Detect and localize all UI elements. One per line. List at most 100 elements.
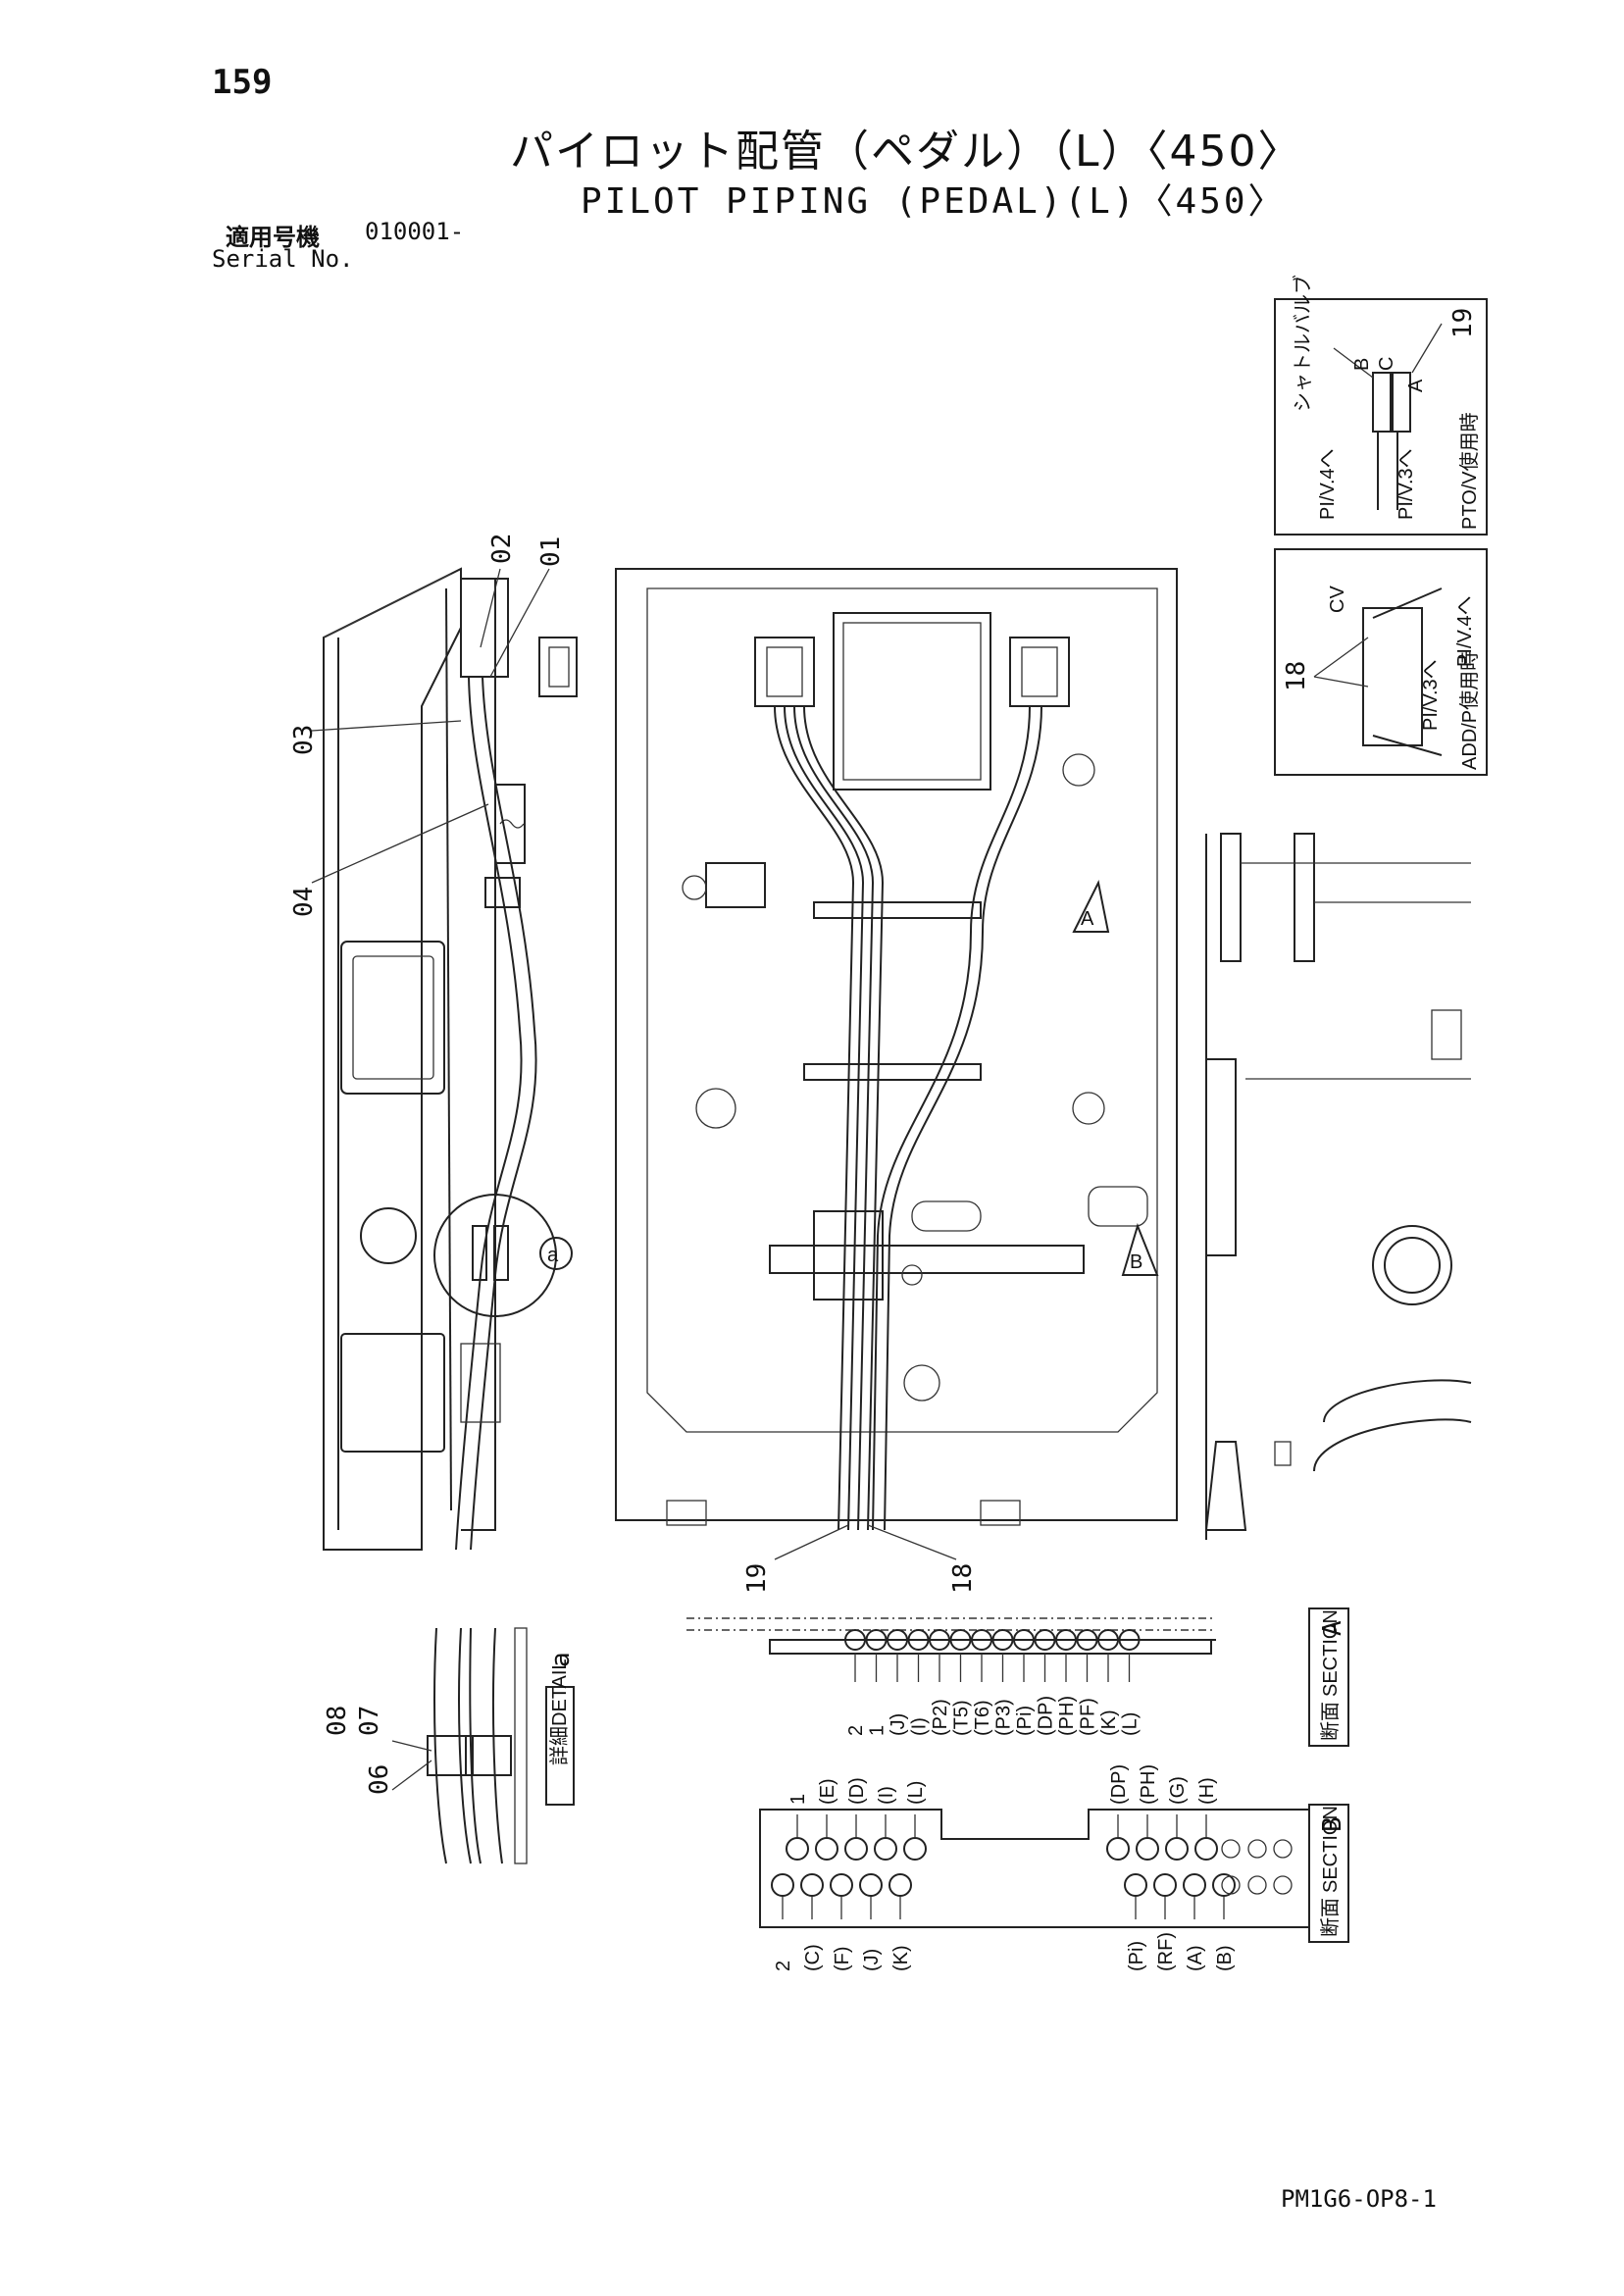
section-b-top-left-circle [786, 1837, 809, 1861]
section-a-port-label: (PH) [1056, 1696, 1078, 1736]
section-b-top-left-label: (D) [846, 1777, 868, 1805]
inset-pto: シャトルバルブ PI/V.4へ PI/V.3へ B C A PTO/V使用時 1… [1274, 275, 1488, 536]
section-b-top-left-label: (L) [905, 1781, 927, 1805]
section-a-letter: A [1318, 1620, 1347, 1636]
callouts-left: 02 01 03 04 [289, 534, 566, 917]
right-frame [1204, 833, 1472, 1540]
section-a-port-circle [971, 1629, 992, 1651]
section-b-blank-port [1247, 1839, 1267, 1859]
section-a-port-circle [1055, 1629, 1077, 1651]
section-b-top-right-label: (PH) [1138, 1764, 1159, 1805]
section-b-blank-port [1221, 1839, 1241, 1859]
floor-plate: A B [615, 568, 1178, 1531]
callout-08: 08 [323, 1706, 352, 1736]
section-a-port-label: (K) [1098, 1709, 1120, 1736]
section-b-top-left-circle [874, 1837, 897, 1861]
section-b-bottom-right-label: (RF) [1155, 1932, 1177, 1971]
callouts-bottom: 19 18 [742, 1524, 978, 1594]
section-b-en: SECTION [1320, 1806, 1342, 1893]
view-marker-a: A [1081, 908, 1094, 930]
section-b-blank-port [1273, 1875, 1293, 1895]
section-a-port-label: (PF) [1078, 1698, 1099, 1736]
section-a-port-circle [949, 1629, 972, 1651]
section-b-top-right-circle [1136, 1837, 1159, 1861]
pto-to-pv4: PI/V.4へ [1317, 448, 1339, 520]
section-b-top-left-circle [844, 1837, 868, 1861]
section-b-bottom-right-label: (Pi) [1126, 1941, 1147, 1971]
serial-number-value: 010001- [365, 218, 465, 245]
section-b-blank-port [1273, 1839, 1293, 1859]
section-a-port-circle [1076, 1629, 1098, 1651]
section-b-bottom-left-label: 2 [773, 1961, 794, 1971]
document-code: PM1G6-OP8-1 [1281, 2185, 1437, 2213]
section-b-bottom-left-circle [830, 1873, 853, 1897]
add-caption: ADD/P使用時 [1458, 651, 1481, 770]
callout-13: 19 [742, 1563, 772, 1594]
section-b-top-right-circle [1106, 1837, 1130, 1861]
section-b-top-left-label: (I) [876, 1786, 897, 1805]
detail-a-jp: 詳細 [548, 1726, 571, 1765]
callout-19: 19 [1448, 308, 1478, 338]
section-a-port-label: (T6) [972, 1700, 993, 1736]
section-a-port-circle [991, 1629, 1014, 1651]
section-b-jp: 断面 [1319, 1898, 1342, 1937]
page-number: 159 [212, 63, 273, 102]
section-a-port-circle [865, 1629, 888, 1651]
section-b-bottom-right-circle [1183, 1873, 1206, 1897]
section-a-port-circle [907, 1629, 930, 1651]
section-b-top-right-label: (H) [1196, 1777, 1218, 1805]
section-b-top-left-circle [903, 1837, 927, 1861]
section-b-bottom-right-circle [1212, 1873, 1236, 1897]
section-b-top-right-label: (G) [1167, 1776, 1189, 1805]
section-b-bottom-left-label: (F) [832, 1946, 853, 1971]
pto-valve-label: シャトルバルブ [1291, 275, 1314, 412]
section-a-port-circle [929, 1629, 950, 1651]
section-b-blank-port [1247, 1875, 1267, 1895]
callout-12: 18 [948, 1563, 978, 1594]
detail-a-letter: a [546, 1652, 576, 1667]
add-cv-label: CV [1327, 586, 1348, 613]
callout-02: 02 [487, 534, 517, 564]
inset-add: CV PI/V.4へ PI/V.3へ ADD/P使用時 18 [1274, 548, 1488, 776]
section-b-bottom-left-circle [859, 1873, 883, 1897]
pto-port-c: C [1376, 357, 1397, 371]
section-a-port-circle [844, 1629, 866, 1651]
section-a-port-label: (J) [888, 1713, 909, 1736]
view-marker-b: B [1130, 1251, 1142, 1273]
section-b-bottom-left-circle [771, 1873, 794, 1897]
side-view-console: a [323, 567, 578, 1551]
section-b-blank-port [1221, 1875, 1241, 1895]
section-b-bottom-left-label: (J) [861, 1949, 883, 1971]
section-a-port-label: (L) [1120, 1712, 1142, 1736]
add-to-pv4: PI/V.4へ [1454, 595, 1476, 667]
section-b-letter: B [1318, 1816, 1347, 1832]
detail-a-view: 08 07 06 詳細 DETAIL a [323, 1627, 576, 1864]
section-b-bottom-right-circle [1153, 1873, 1177, 1897]
pto-to-pv3: PI/V.3へ [1396, 448, 1417, 520]
callout-18: 18 [1282, 661, 1311, 691]
section-a-port-circle [1118, 1629, 1141, 1651]
detail-marker-a: a [547, 1245, 559, 1266]
pto-caption: PTO/V使用時 [1458, 412, 1481, 530]
section-a-port-label: (DP) [1036, 1696, 1057, 1736]
callout-03: 03 [289, 725, 319, 755]
section-a-port-label: 2 [845, 1725, 867, 1736]
section-b-bottom-left-circle [800, 1873, 824, 1897]
callout-04: 04 [289, 887, 319, 917]
title-japanese: パイロット配管（ペダル）（L）〈450〉 [510, 127, 1303, 177]
section-a-port-label: (P3) [993, 1699, 1015, 1736]
section-a-port-circle [887, 1629, 908, 1651]
detail-a-en: DETAIL [549, 1658, 571, 1726]
callout-01: 01 [536, 536, 566, 567]
callout-06: 06 [365, 1764, 394, 1795]
section-b-top-right-label: (DP) [1108, 1764, 1130, 1805]
pto-port-b: B [1351, 358, 1373, 371]
section-b-bottom-left-label: (C) [802, 1944, 824, 1971]
section-a-port-label: 1 [867, 1725, 888, 1736]
serial-label-japanese: 適用号機 [226, 224, 320, 251]
section-b-view: 1(E)(D)(I)(L)(DP)(PH)(G)(H)2(C)(F)(J)(K)… [759, 1764, 1349, 1971]
section-a-port-label: (Pi) [1014, 1706, 1036, 1736]
section-a-en: SECTION [1320, 1609, 1342, 1697]
